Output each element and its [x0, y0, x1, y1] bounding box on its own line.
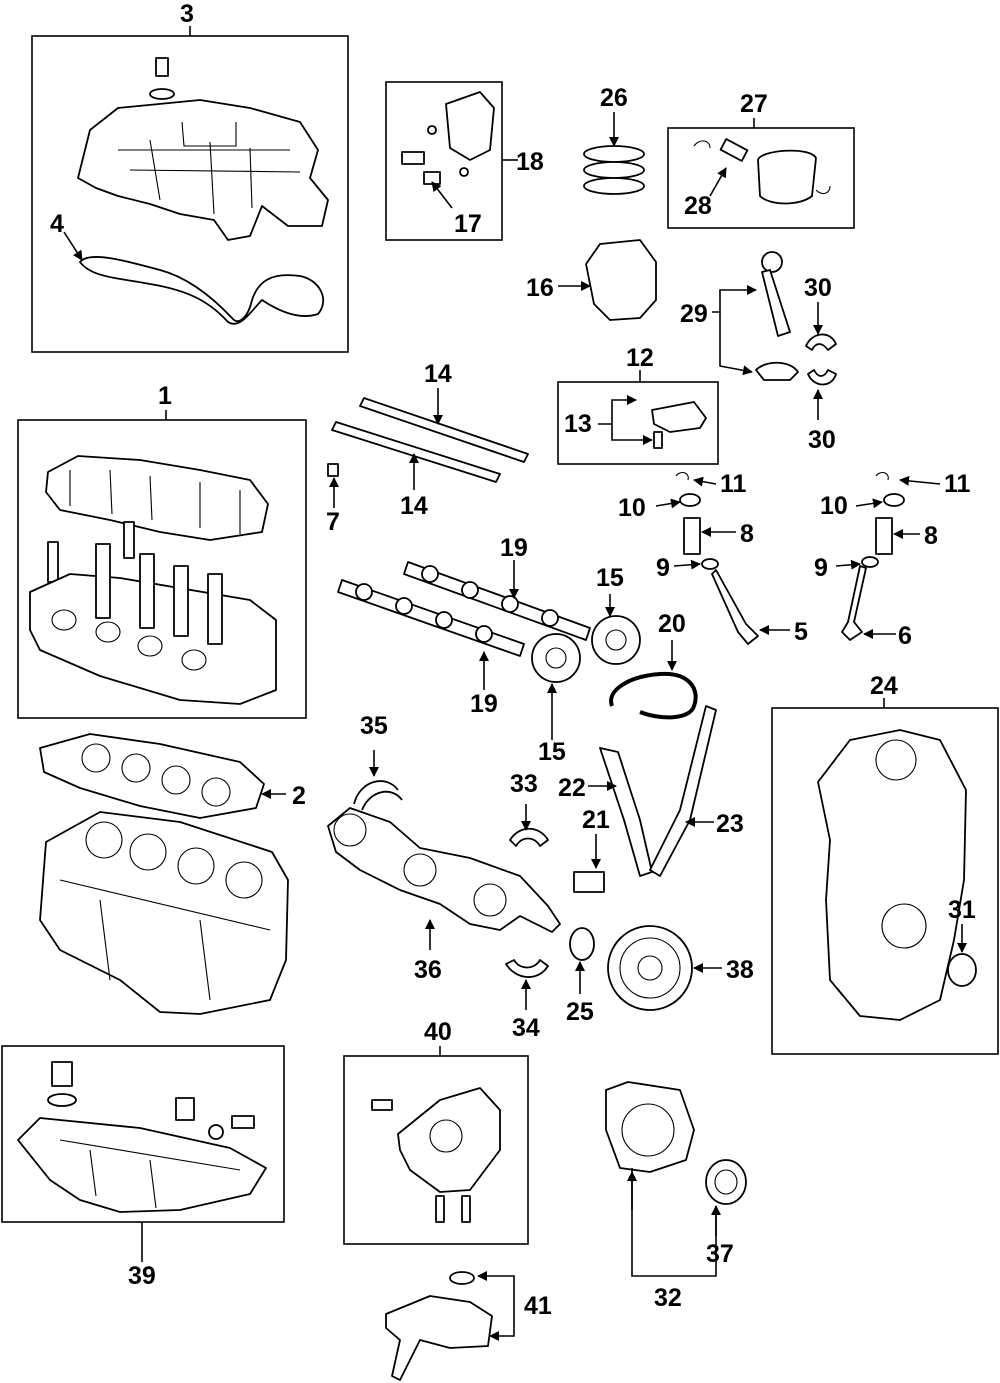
callout-16: 16: [526, 274, 554, 302]
callout-3: 3: [180, 0, 194, 28]
vtc-solenoid-part: [401, 91, 495, 185]
callout-19a: 19: [500, 534, 528, 562]
exhaust-valve-parts: [841, 471, 905, 641]
callout-7: 7: [326, 508, 340, 536]
group-box-24-chain-case: [771, 707, 999, 1055]
callout-5: 5: [794, 618, 808, 646]
head-gasket-part: [39, 733, 265, 819]
oil-strainer-part: [385, 1295, 493, 1381]
thrust-washer-part: [353, 780, 403, 811]
callout-18: 18: [516, 148, 544, 176]
oil-pan-part: [17, 1061, 267, 1213]
callout-40: 40: [424, 1018, 452, 1046]
callout-11b: 11: [944, 470, 971, 498]
callout-29: 29: [680, 300, 708, 328]
callout-19b: 19: [470, 690, 498, 718]
callout-28: 28: [684, 192, 712, 220]
callout-34: 34: [512, 1014, 540, 1042]
callout-32: 32: [654, 1284, 682, 1312]
callout-10a: 10: [618, 494, 646, 522]
connecting-rod-part: [755, 251, 799, 381]
callout-15a: 15: [596, 564, 624, 592]
callout-24: 24: [870, 672, 898, 700]
timing-chain-part: [609, 671, 698, 720]
callout-36: 36: [414, 956, 442, 984]
callout-38: 38: [726, 956, 754, 984]
callout-20: 20: [658, 610, 686, 638]
group-box-12-rocker-arm: [557, 381, 719, 465]
dowel-pin-part: [327, 463, 339, 477]
callout-6: 6: [898, 622, 912, 650]
crank-pulley-part: [607, 925, 693, 1011]
rod-bearing-lower-part: [807, 369, 837, 386]
callout-8a: 8: [740, 520, 754, 548]
chain-guide-part: [649, 705, 717, 877]
crankshaft-part: [327, 807, 561, 933]
callout-21: 21: [582, 806, 610, 834]
callout-1: 1: [158, 382, 172, 410]
oil-seal-part: [947, 953, 977, 987]
intake-valve-parts: [675, 471, 759, 645]
callout-33: 33: [510, 770, 538, 798]
callout-labels: 1 2 3 4 5 6 7 8 8 9 9 10 10 11 11 12 13 …: [50, 0, 976, 1320]
cam-sprocket-lower-part: [531, 633, 581, 683]
piston-rings-part: [583, 145, 645, 195]
callout-4: 4: [50, 210, 64, 238]
group-box-40-oil-pump: [343, 1055, 529, 1245]
vtc-cover-part: [585, 239, 657, 321]
callout-31: 31: [948, 896, 976, 924]
engine-block-part: [39, 811, 289, 1015]
valve-cover-part: [77, 57, 329, 241]
group-box-1-cylinder-head: [17, 419, 307, 719]
rocker-shaft-part: [331, 397, 529, 483]
crank-sprocket-part: [569, 927, 595, 961]
callout-35: 35: [360, 712, 388, 740]
callout-10b: 10: [820, 492, 848, 520]
valve-cover-gasket-part: [79, 256, 324, 325]
group-box-39-oil-pan: [1, 1045, 285, 1223]
callout-2: 2: [292, 782, 306, 810]
callout-41: 41: [524, 1292, 552, 1320]
callout-22: 22: [558, 774, 586, 802]
callout-39: 39: [128, 1262, 156, 1290]
callout-30a: 30: [804, 274, 832, 302]
cam-sprocket-upper-part: [591, 615, 641, 665]
callout-26: 26: [600, 84, 628, 112]
callout-9b: 9: [814, 554, 828, 582]
rod-bearing-upper-part: [805, 333, 837, 351]
camshaft-part: [337, 561, 591, 657]
callout-9a: 9: [656, 554, 670, 582]
callout-11a: 11: [720, 470, 747, 498]
callout-14a: 14: [424, 360, 452, 388]
rear-cover-part: [605, 1081, 695, 1173]
leader-lines: [63, 26, 967, 1341]
callout-30b: 30: [808, 426, 836, 454]
main-bearing-lower-part: [505, 959, 549, 978]
callout-14b: 14: [400, 492, 428, 520]
group-box-18-vtc-solenoid: [385, 81, 503, 241]
chain-case-part: [817, 729, 967, 1021]
cylinder-head-part: [29, 455, 277, 705]
callout-15b: 15: [538, 738, 566, 766]
callout-12: 12: [626, 344, 654, 372]
callout-23: 23: [716, 810, 744, 838]
rocker-arm-part: [651, 401, 707, 433]
callout-27: 27: [740, 90, 768, 118]
callout-25: 25: [566, 998, 594, 1026]
callout-37: 37: [706, 1240, 734, 1268]
oil-pump-part: [397, 1087, 501, 1193]
main-bearing-upper-part: [509, 827, 549, 847]
callout-8b: 8: [924, 522, 938, 550]
rear-oil-seal-part: [705, 1159, 747, 1205]
group-box-27-piston: [667, 127, 855, 229]
piston-part: [693, 138, 831, 205]
chain-tensioner-part: [573, 871, 605, 893]
callout-17: 17: [454, 210, 482, 238]
callout-13: 13: [564, 410, 592, 438]
